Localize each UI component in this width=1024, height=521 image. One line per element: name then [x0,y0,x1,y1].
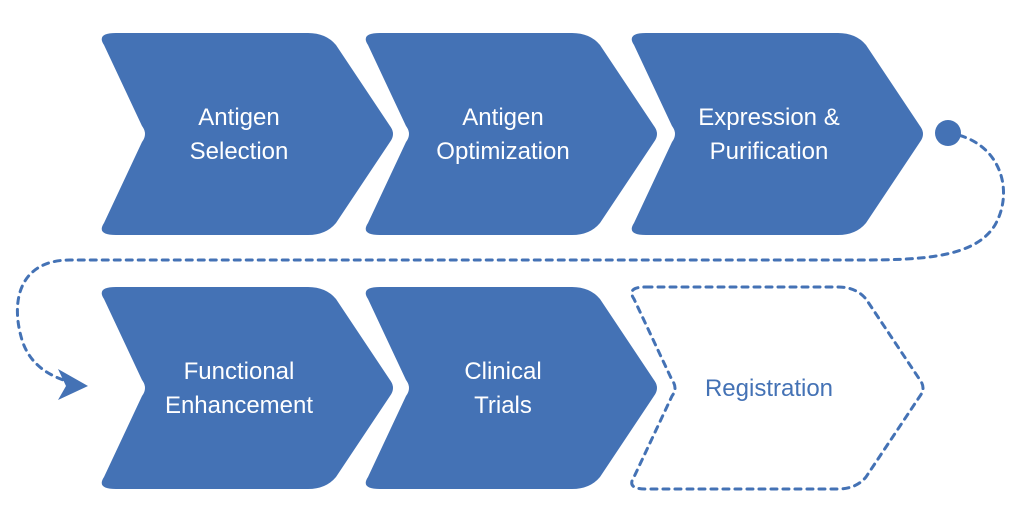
step-label-line: Functional [184,358,295,385]
step-label-line: Antigen [198,104,279,131]
step-expression-purification: Expression & Purification [631,33,923,235]
connector-start-dot [935,120,961,146]
step-label-line: Optimization [436,138,569,165]
chevron-shape [365,33,657,235]
connector-arrowhead-icon [58,369,88,400]
step-label-line: Enhancement [165,392,313,419]
connector-path [15,131,1005,386]
step-label-line: Clinical [464,358,541,385]
step-label-line: Trials [474,392,532,419]
step-label-line: Selection [190,138,289,165]
chevron-shape [101,33,393,235]
step-registration: Registration [630,285,925,491]
chevron-shape [101,287,393,489]
step-label-line: Antigen [462,104,543,131]
chevron-shape [365,287,657,489]
step-label-line: Expression & [698,104,839,131]
chevron-shape [630,285,925,491]
step-label-line: Registration [705,375,833,402]
chevron-shape [631,33,923,235]
step-label-line: Purification [710,138,829,165]
